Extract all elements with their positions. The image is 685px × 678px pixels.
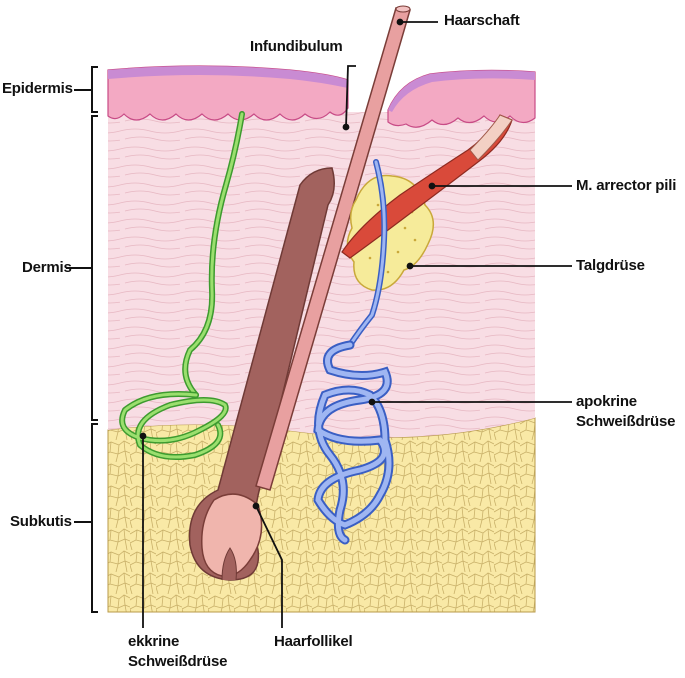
label-talgdruese: Talgdrüse — [576, 257, 645, 274]
label-haarfollikel: Haarfollikel — [274, 633, 353, 650]
stratum-corneum-left — [108, 66, 348, 88]
label-apokrine-line1: apokrine — [576, 393, 637, 410]
hair-bulb — [201, 493, 263, 577]
label-arrector-pili: M. arrector pili — [576, 177, 677, 194]
apocrine-duct-inner — [348, 160, 386, 347]
eccrine-coil — [119, 391, 229, 460]
apocrine-coil — [313, 340, 394, 545]
layer-brackets — [66, 66, 98, 613]
label-infundibulum: Infundibulum — [250, 38, 343, 55]
stratum-corneum-right — [388, 70, 535, 112]
label-haarschaft: Haarschaft — [444, 12, 520, 29]
label-ekkrine-line1: ekkrine — [128, 633, 180, 650]
label-dermis: Dermis — [22, 259, 72, 276]
label-ekkrine-line2: Schweißdrüse — [128, 653, 228, 670]
label-apokrine-line2: Schweißdrüse — [576, 413, 676, 430]
label-epidermis: Epidermis — [2, 80, 73, 97]
dermal-papilla — [221, 547, 237, 581]
hair-shaft-tip — [395, 5, 411, 13]
arrector-pili-tendon — [469, 114, 513, 161]
label-subkutis: Subkutis — [10, 513, 72, 530]
eccrine-duct-inner — [183, 112, 244, 397]
leader-lines — [139, 18, 572, 628]
